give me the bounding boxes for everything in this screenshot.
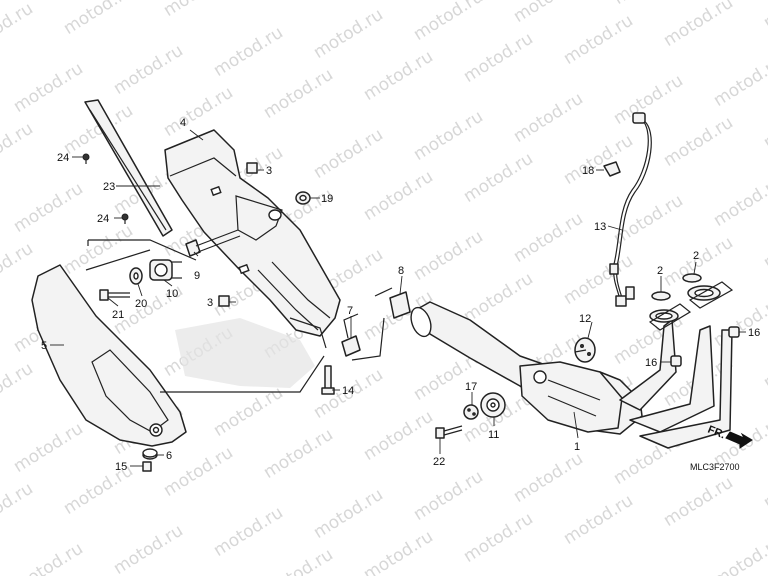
screw-24-lower bbox=[121, 213, 129, 224]
collar-6 bbox=[142, 448, 158, 460]
callout-1: 1 bbox=[574, 441, 580, 453]
callout-16-right: 16 bbox=[748, 327, 760, 339]
callout-numbers: 4 3 19 23 24 24 5 6 15 9 10 20 21 3 7 14… bbox=[41, 117, 760, 473]
callout-13: 13 bbox=[594, 221, 606, 233]
gasket-2-right bbox=[682, 273, 702, 283]
callout-15: 15 bbox=[115, 461, 127, 473]
arrow-icon bbox=[725, 431, 753, 449]
panel-outline bbox=[88, 239, 197, 261]
rubber-3-upper bbox=[246, 162, 258, 174]
collar-9 bbox=[185, 229, 241, 257]
plate-17 bbox=[463, 404, 479, 420]
callout-24-upper: 24 bbox=[57, 152, 69, 164]
callout-16-left: 16 bbox=[645, 357, 657, 369]
guide-line-lower bbox=[160, 355, 325, 393]
callout-4: 4 bbox=[180, 117, 186, 129]
callout-3-upper: 3 bbox=[266, 165, 272, 177]
clamp-7 bbox=[341, 313, 361, 357]
guide-line-clamp bbox=[351, 317, 385, 361]
leader-lines bbox=[50, 129, 746, 467]
bolt-14 bbox=[321, 365, 335, 395]
callout-3-lower: 3 bbox=[207, 297, 213, 309]
guide-line-gasket bbox=[374, 287, 393, 297]
clip-18 bbox=[603, 161, 621, 177]
callout-6: 6 bbox=[166, 450, 172, 462]
callout-7: 7 bbox=[347, 305, 353, 317]
callout-12: 12 bbox=[579, 313, 591, 325]
screw-15 bbox=[142, 461, 152, 472]
diagram-code: MLC3F2700 bbox=[690, 462, 740, 472]
screw-24-upper bbox=[82, 153, 90, 164]
silencer-4 bbox=[164, 129, 341, 349]
bushing-11 bbox=[480, 392, 506, 418]
callout-10: 10 bbox=[166, 288, 178, 300]
callout-23: 23 bbox=[103, 181, 115, 193]
callout-22: 22 bbox=[433, 456, 445, 468]
exhaust-pipe-1 bbox=[410, 281, 734, 449]
gasket-2-left bbox=[651, 291, 671, 301]
washer-20 bbox=[129, 267, 143, 285]
callout-19: 19 bbox=[321, 193, 333, 205]
bolt-22 bbox=[435, 425, 463, 439]
guide-line-upper bbox=[85, 249, 151, 271]
callout-2-right: 2 bbox=[693, 250, 699, 262]
callout-14: 14 bbox=[342, 385, 354, 397]
dotted-guide bbox=[175, 318, 315, 388]
callout-17: 17 bbox=[465, 381, 477, 393]
callout-5: 5 bbox=[41, 340, 47, 352]
bushing-10 bbox=[149, 259, 182, 281]
nut-16-right bbox=[728, 326, 740, 338]
callout-18: 18 bbox=[582, 165, 594, 177]
nut-16-left bbox=[670, 355, 682, 367]
callout-20: 20 bbox=[135, 298, 147, 310]
protector-5 bbox=[31, 264, 187, 447]
callout-24-lower: 24 bbox=[97, 213, 109, 225]
strip-23 bbox=[84, 99, 173, 237]
nut-19 bbox=[295, 191, 311, 205]
sensor-13 bbox=[609, 112, 652, 307]
callout-8: 8 bbox=[398, 265, 404, 277]
bolt-21 bbox=[99, 289, 130, 301]
rubber-3-lower bbox=[218, 295, 230, 307]
callout-2-left: 2 bbox=[657, 265, 663, 277]
gasket-8 bbox=[389, 291, 411, 319]
callout-21: 21 bbox=[112, 309, 124, 321]
callout-11: 11 bbox=[488, 429, 499, 441]
callout-9: 9 bbox=[194, 270, 200, 282]
gasket-12 bbox=[574, 337, 596, 363]
